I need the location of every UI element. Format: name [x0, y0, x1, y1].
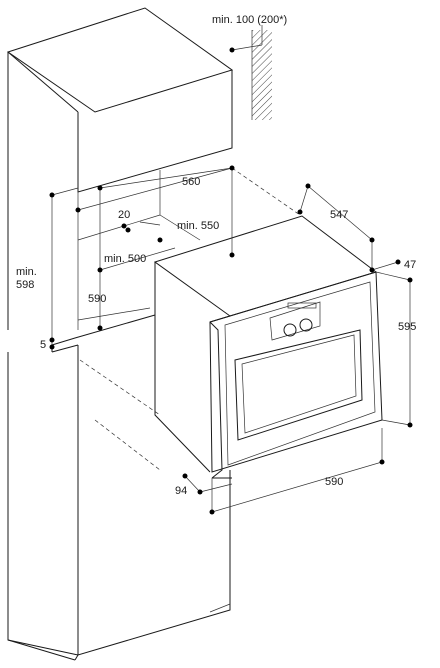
oven-appliance [153, 215, 383, 479]
label-niche-width: 560 [182, 176, 200, 188]
label-appliance-depth: 547 [330, 209, 348, 221]
label-top-clearance: min. 100 (200*) [212, 14, 287, 26]
label-niche-height-min: min. [16, 266, 37, 278]
label-niche-height: 598 [16, 279, 34, 291]
label-appliance-height: 595 [398, 321, 416, 333]
wall-hatch [251, 30, 272, 120]
dimension-dots [49, 47, 413, 515]
label-shelf-offset: 5 [40, 339, 46, 351]
dimension-lines [51, 25, 411, 513]
label-front-depth: 47 [404, 259, 416, 271]
label-niche-depth: min. 550 [177, 220, 219, 232]
label-niche-depth-inner: min. 500 [104, 253, 146, 265]
label-vent-gap: 20 [118, 209, 130, 221]
tall-cabinet [6, 7, 234, 661]
label-appliance-width: 590 [325, 476, 343, 488]
label-niche-height-inner: 590 [88, 293, 106, 305]
depth-guides [79, 167, 301, 471]
label-door-projection: 94 [175, 485, 187, 497]
